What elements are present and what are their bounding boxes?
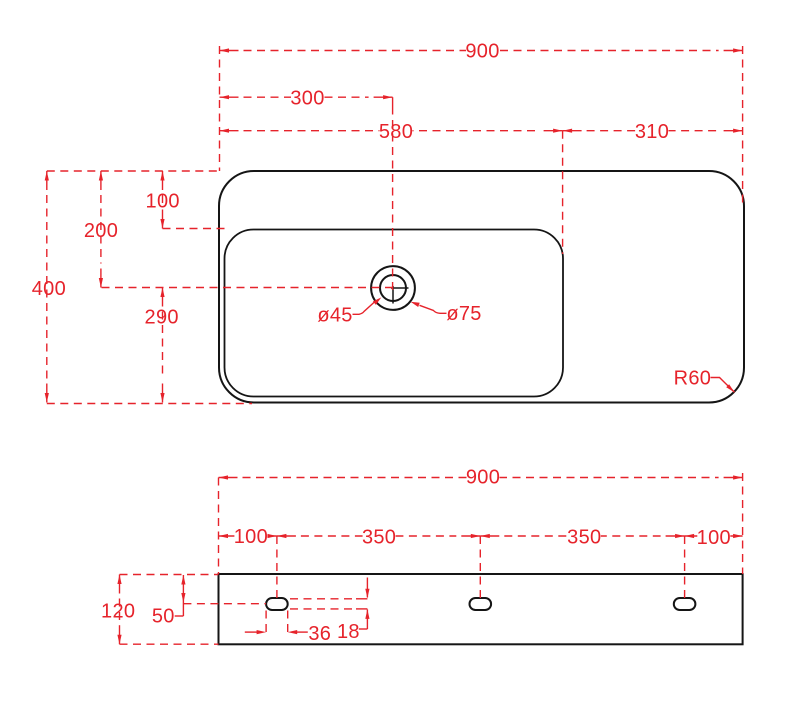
svg-text:R60: R60 [674,368,712,390]
svg-text:300: 300 [290,88,324,110]
svg-text:50: 50 [152,606,175,628]
svg-text:200: 200 [84,220,118,242]
svg-text:400: 400 [32,278,66,300]
svg-text:290: 290 [145,307,179,329]
svg-text:580: 580 [379,121,413,143]
svg-text:100: 100 [146,191,180,213]
svg-text:120: 120 [101,601,135,623]
svg-text:100: 100 [234,526,268,548]
svg-text:18: 18 [337,621,360,643]
svg-text:900: 900 [466,467,500,489]
svg-text:ø45: ø45 [317,305,352,327]
svg-text:ø75: ø75 [446,303,481,325]
svg-text:100: 100 [697,527,731,549]
svg-text:310: 310 [635,121,669,143]
svg-text:36: 36 [308,623,331,645]
svg-text:900: 900 [465,41,499,63]
svg-text:350: 350 [567,527,601,549]
svg-text:350: 350 [362,527,396,549]
